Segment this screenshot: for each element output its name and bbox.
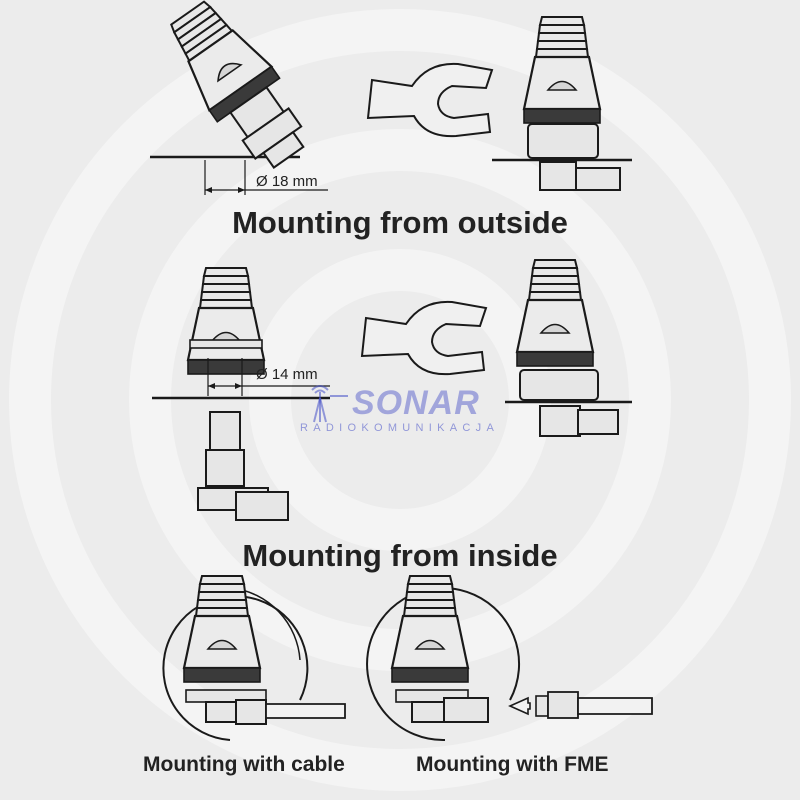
outside-tilted-antenna <box>150 0 328 195</box>
logo-name: SONAR <box>352 384 480 422</box>
fme-mount-illustration <box>366 574 653 742</box>
radio-tower-icon <box>311 385 348 423</box>
title-mounting-outside: Mounting from outside <box>232 205 568 240</box>
cable-mount-illustration <box>162 574 346 741</box>
logo-tagline: RADIOKOMUNIKACJA <box>300 422 500 434</box>
wrench-icon <box>360 300 488 376</box>
outside-diameter-label: Ø 18 mm <box>256 173 318 190</box>
caption-mounting-cable: Mounting with cable <box>143 753 345 776</box>
inside-mounted-antenna <box>505 258 632 437</box>
sonar-logo: SONAR RADIOKOMUNIKACJA <box>300 384 512 436</box>
inside-antenna-parts <box>152 266 330 521</box>
inside-diameter-label: Ø 14 mm <box>256 366 318 383</box>
outside-mounted-antenna <box>492 15 632 191</box>
wrench-icon <box>366 62 494 138</box>
title-mounting-inside: Mounting from inside <box>242 538 558 573</box>
caption-mounting-fme: Mounting with FME <box>416 753 609 776</box>
